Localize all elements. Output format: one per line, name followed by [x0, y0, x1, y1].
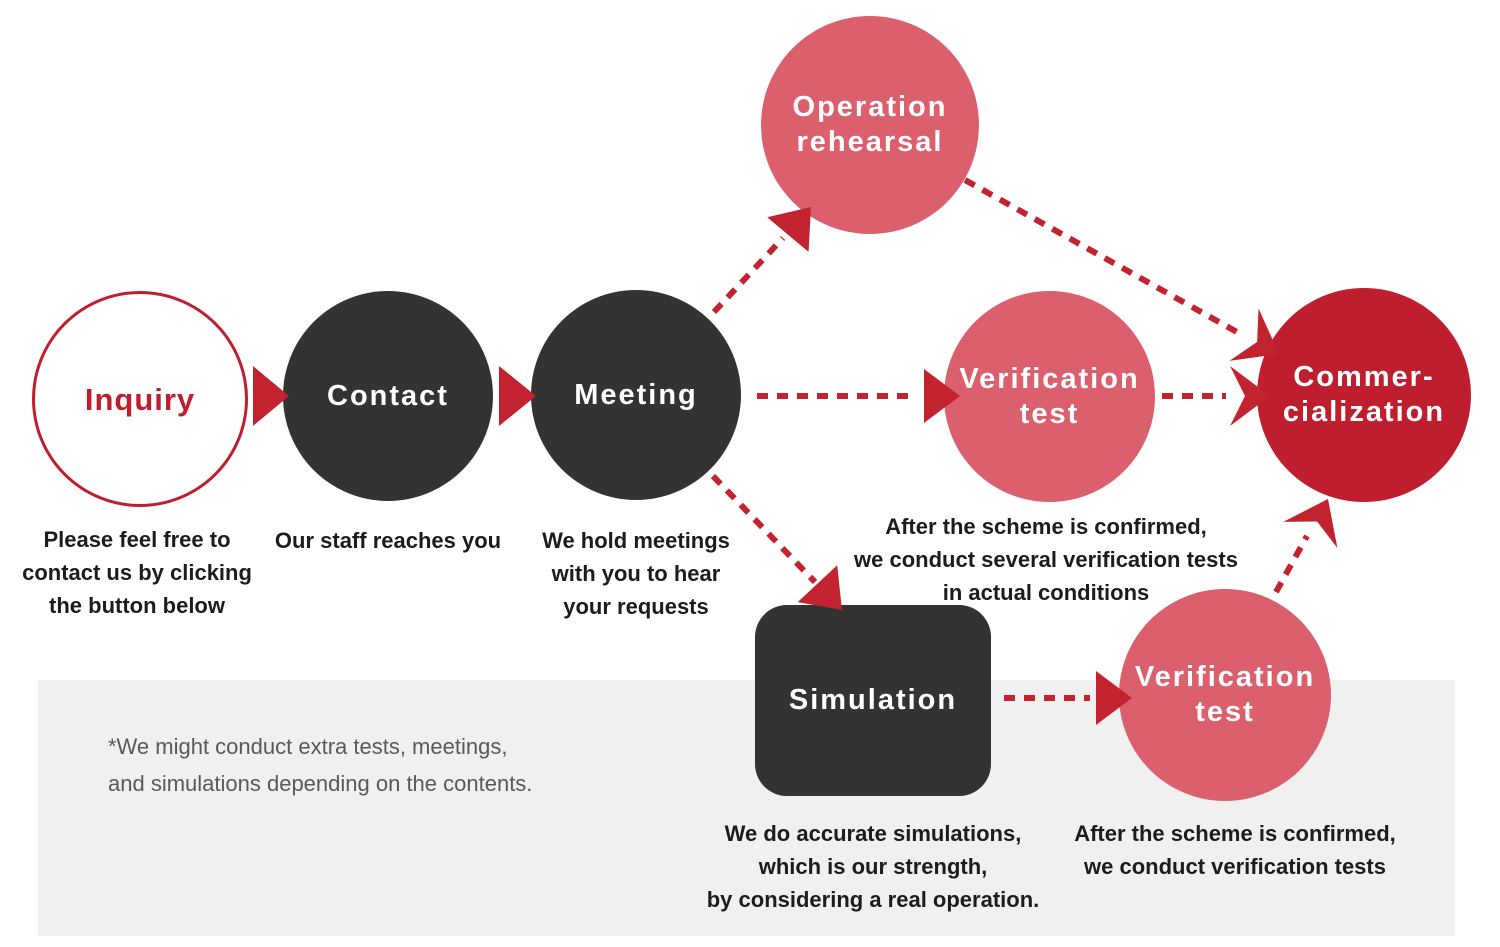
node-verification-test-middle-label: Verification test	[959, 362, 1140, 430]
node-operation-rehearsal-label: Operation rehearsal	[792, 91, 948, 158]
node-verification-test-bottom-label: Verification test	[1134, 661, 1316, 728]
node-commercialization: Commer- cialization	[1257, 288, 1471, 502]
caption-contact: Our staff reaches you	[274, 528, 502, 553]
note-text: *We might conduct extra tests, meetings,…	[108, 734, 533, 796]
node-contact-label: Contact	[327, 379, 449, 412]
node-operation-rehearsal: Operation rehearsal	[761, 16, 979, 234]
node-verification-test-middle: Verification test	[944, 291, 1155, 502]
node-verification-test-bottom: Verification test	[1119, 589, 1331, 801]
node-meeting: Meeting	[531, 290, 741, 500]
caption-verification-test-bottom: After the scheme is confirmed, we conduc…	[1074, 821, 1396, 879]
caption-inquiry: Please feel free to contact us by clicki…	[22, 527, 252, 618]
node-simulation: Simulation	[755, 605, 991, 796]
connector-meeting-to-verification-test	[757, 369, 960, 423]
node-contact: Contact	[283, 291, 493, 501]
node-commercialization-label: Commer- cialization	[1282, 361, 1446, 428]
caption-simulation: We do accurate simulations, which is our…	[706, 821, 1040, 912]
node-inquiry: Inquiry	[32, 291, 248, 507]
node-simulation-label: Simulation	[788, 684, 958, 716]
connector-verification-test-bottom-to-commercialization	[1273, 499, 1339, 594]
node-inquiry-label: Inquiry	[84, 381, 196, 417]
connector-verification-test-to-commercialization	[1162, 364, 1270, 428]
caption-verification-test-middle: After the scheme is confirmed, we conduc…	[854, 514, 1238, 605]
caption-meeting: We hold meetings with you to hear your r…	[542, 528, 730, 619]
node-meeting-label: Meeting	[574, 378, 698, 411]
